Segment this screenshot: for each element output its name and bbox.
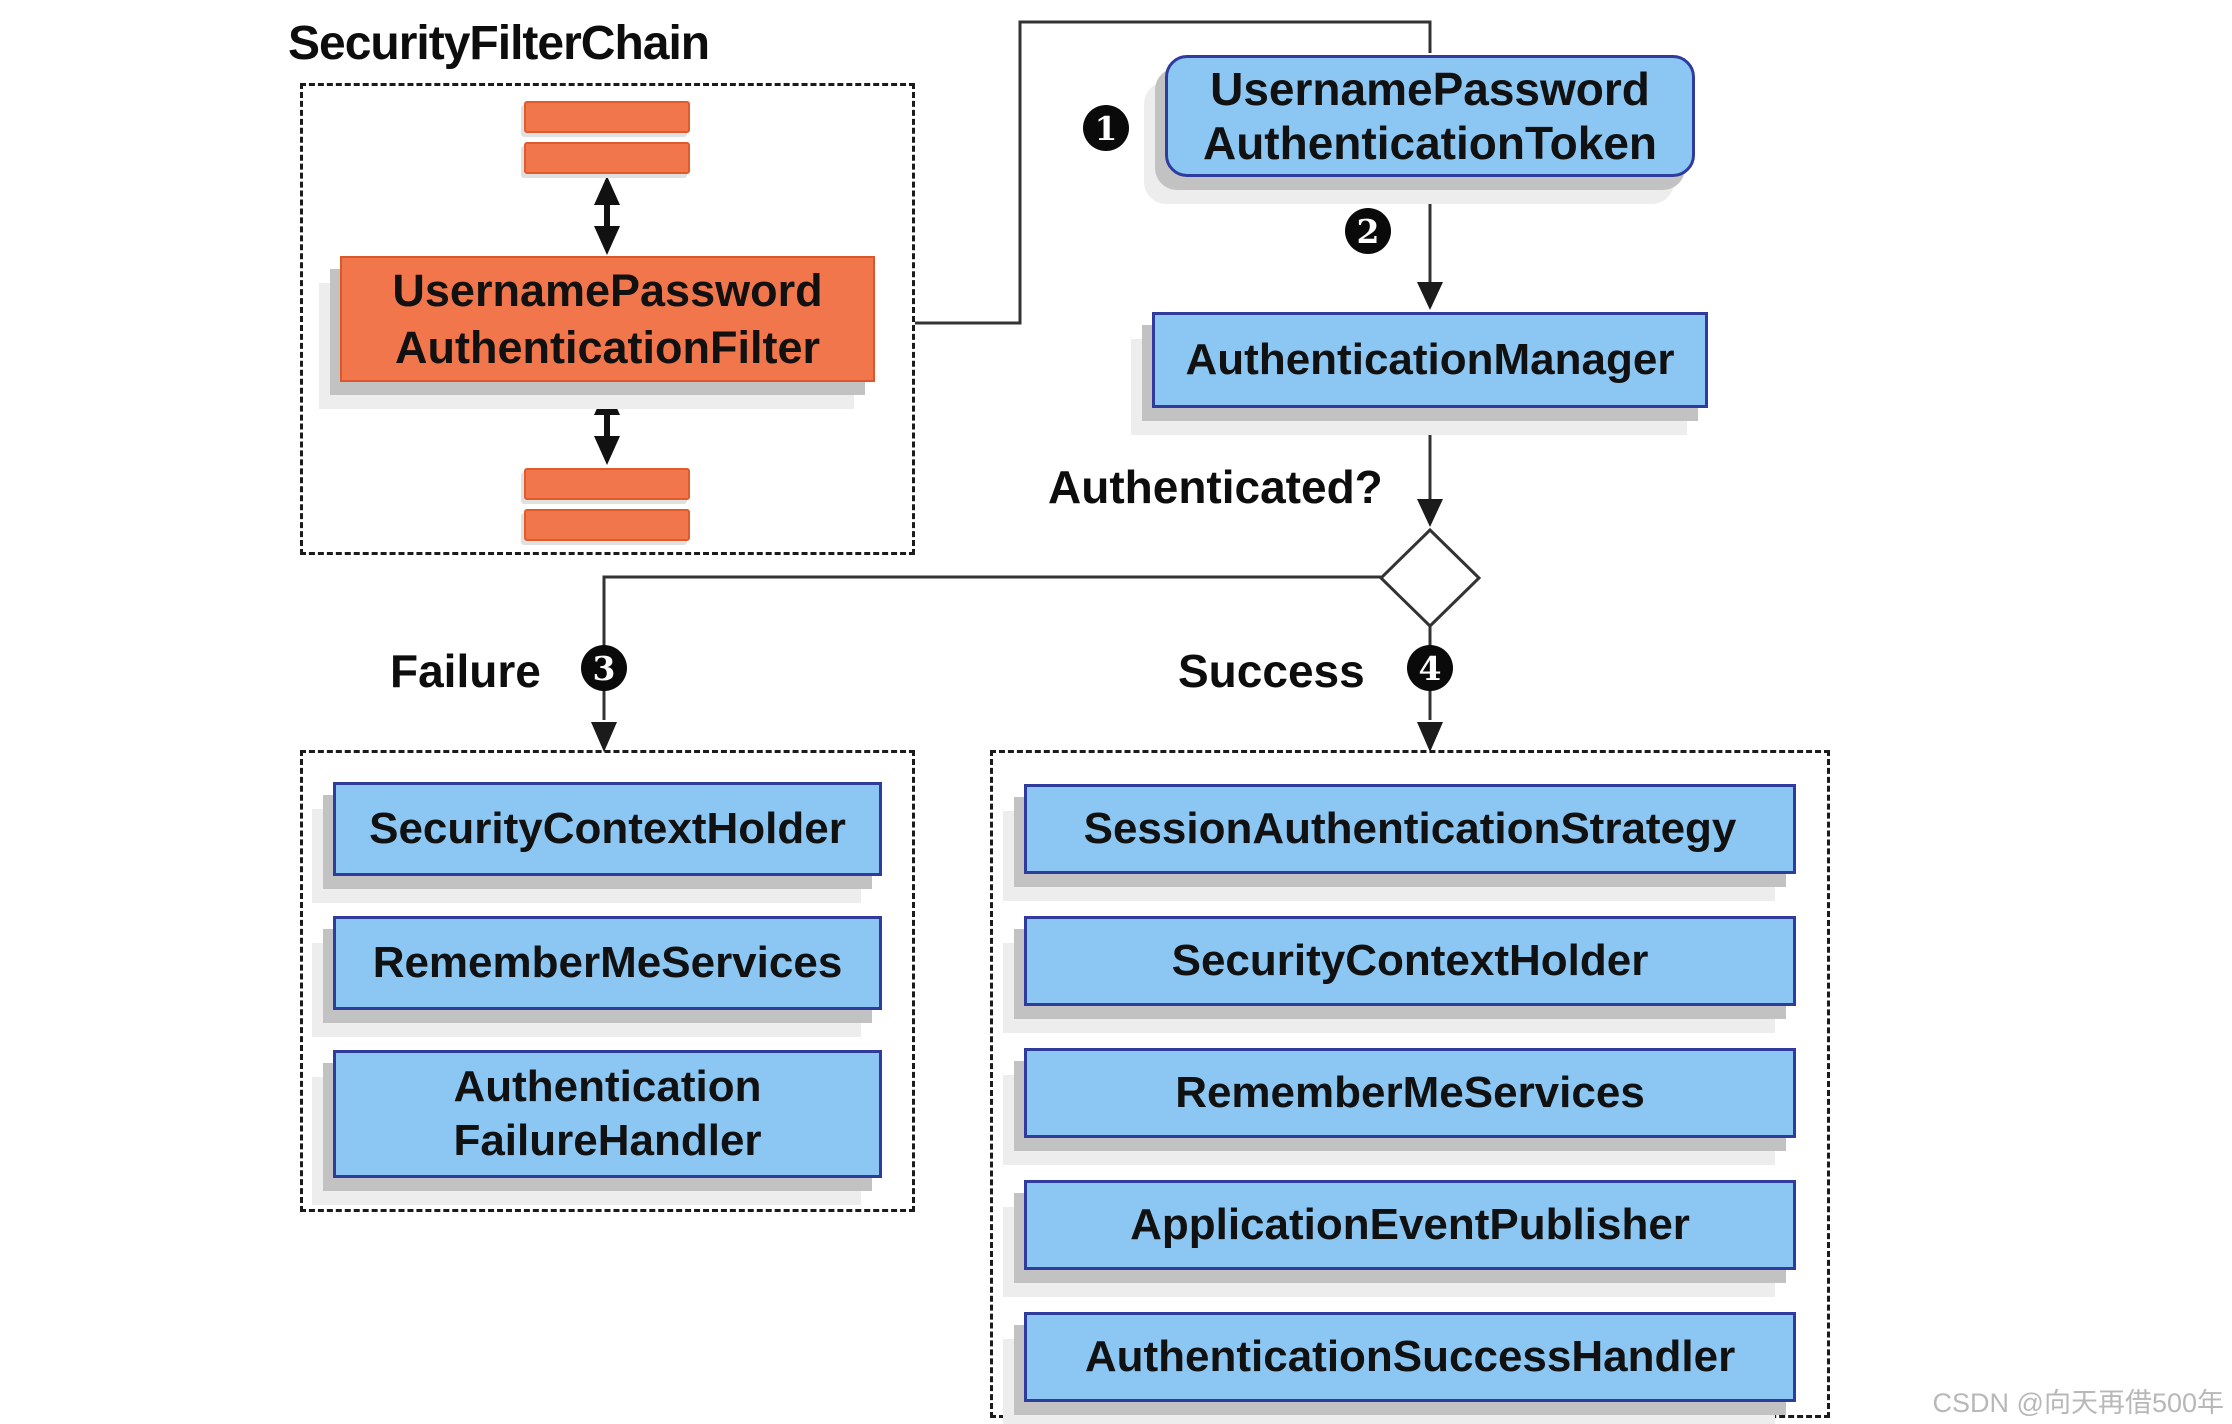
csdn-watermark: CSDN @向天再借500年 [1932, 1388, 2224, 1418]
arrowhead-success [1417, 722, 1443, 752]
token-node-label-line2: AuthenticationToken [1202, 117, 1658, 169]
arrowhead-token-to-manager [1417, 282, 1443, 310]
filter-bar-1 [524, 101, 690, 133]
filter-bar-3 [524, 468, 690, 500]
double-arrow-top-down-head [594, 226, 620, 255]
filter-bar-4 [524, 509, 690, 541]
failure-remember-me-services-node: RememberMeServices [333, 916, 882, 1010]
authentication-failure-handler-label-line2: FailureHandler [453, 1116, 762, 1165]
authentication-success-handler-label: AuthenticationSuccessHandler [1084, 1332, 1736, 1381]
application-event-publisher-label: ApplicationEventPublisher [1130, 1200, 1690, 1249]
filter-bar-2 [524, 142, 690, 174]
success-security-context-holder-node: SecurityContextHolder [1024, 916, 1796, 1006]
success-group-container [990, 750, 1830, 1418]
session-authentication-strategy-label: SessionAuthenticationStrategy [1083, 804, 1737, 853]
double-arrow-top-up-head [594, 176, 620, 205]
failure-label: Failure [390, 645, 541, 697]
double-arrow-bottom-up-head [594, 386, 620, 415]
username-password-authentication-filter-node: UsernamePassword AuthenticationFilter [340, 256, 875, 382]
authentication-manager-node: AuthenticationManager [1152, 312, 1708, 408]
arrowhead-manager-to-diamond [1417, 499, 1443, 527]
failure-security-context-holder-node: SecurityContextHolder [333, 782, 882, 876]
success-label: Success [1178, 645, 1365, 697]
username-password-authentication-token-node: UsernamePassword AuthenticationToken [1165, 55, 1695, 177]
connector-filter-to-token [915, 20, 1432, 325]
authentication-manager-label: AuthenticationManager [1185, 335, 1675, 384]
step-4-badge: 4 [1407, 645, 1453, 691]
step-3-badge: 3 [581, 645, 627, 691]
success-remember-me-services-label: RememberMeServices [1175, 1068, 1645, 1117]
token-node-label-line1: UsernamePassword [1210, 63, 1650, 115]
authentication-failure-handler-label-line1: Authentication [453, 1062, 762, 1111]
failure-group-container [300, 750, 915, 1212]
filter-node-label-line1: UsernamePassword [392, 265, 823, 316]
authenticated-question-label: Authenticated? [1048, 461, 1383, 513]
double-arrow-bottom-down-head [594, 436, 620, 465]
filter-node-label-line2: AuthenticationFilter [395, 322, 820, 373]
success-remember-me-services-node: RememberMeServices [1024, 1048, 1796, 1138]
success-security-context-holder-label: SecurityContextHolder [1171, 936, 1649, 985]
security-filter-chain-title: SecurityFilterChain [288, 17, 710, 70]
arrowhead-failure [591, 722, 617, 752]
application-event-publisher-node: ApplicationEventPublisher [1024, 1180, 1796, 1270]
failure-security-context-holder-label: SecurityContextHolder [369, 804, 846, 853]
security-filter-chain-container [300, 83, 915, 555]
session-authentication-strategy-node: SessionAuthenticationStrategy [1024, 784, 1796, 874]
step-2-badge: 2 [1345, 208, 1391, 254]
failure-remember-me-services-label: RememberMeServices [372, 938, 843, 987]
step-1-badge: 1 [1083, 105, 1129, 151]
decision-diamond [1378, 527, 1482, 629]
authentication-success-handler-node: AuthenticationSuccessHandler [1024, 1312, 1796, 1402]
authentication-failure-handler-node: Authentication FailureHandler [333, 1050, 882, 1178]
